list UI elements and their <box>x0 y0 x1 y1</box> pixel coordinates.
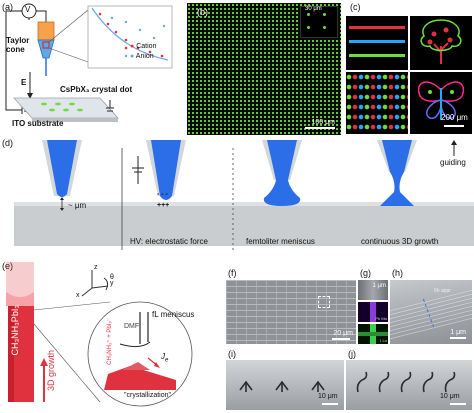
panel-g-map-pb-label: Pb Mα <box>375 316 387 321</box>
panel-b-dot-array: 30 μm 100 μm <box>187 3 341 135</box>
panel-label-j: (j) <box>348 349 356 359</box>
panel-e-dmf-label: DMF <box>124 323 140 330</box>
panel-label-g: (g) <box>360 268 371 278</box>
panel-e-axis-z: z <box>94 264 98 271</box>
panel-h-scale-label: 1 μm <box>450 329 466 336</box>
panel-label-d: (d) <box>2 138 13 148</box>
panel-i-sem <box>226 360 344 410</box>
panel-g-sem: 1 μm <box>358 280 388 300</box>
panel-f-scale-label: 20 μm <box>333 330 353 337</box>
legend-anion: ● Anion <box>130 53 154 60</box>
panel-d-charges-plus: +++ <box>157 202 170 209</box>
panel-d-caption-meniscus: femtoliter meniscus <box>246 237 315 246</box>
panel-c-dots <box>346 72 408 134</box>
substrate-label: ITO substrate <box>12 119 64 128</box>
panel-e-flux-label: Je <box>161 352 169 364</box>
panel-g-map-i-label: I Lα <box>380 338 387 343</box>
panel-label-i: (i) <box>228 349 236 359</box>
panel-e-axis-y: y <box>110 280 114 287</box>
panel-c-tree <box>410 16 472 70</box>
panel-label-b: (b) <box>197 7 208 17</box>
panel-d-guiding-label: guiding <box>440 158 466 167</box>
panel-d-caption-growth: continuous 3D growth <box>361 237 439 246</box>
panel-i-scale-label: 10 μm <box>318 393 338 400</box>
panel-label-a: (a) <box>2 2 13 12</box>
panel-e-theta: θ <box>110 274 114 281</box>
panel-d-gap-label: ~ μm <box>68 201 87 210</box>
panel-h-scalebar <box>450 337 466 339</box>
panel-label-f: (f) <box>228 268 237 278</box>
panel-a-schematic <box>5 3 173 122</box>
panel-b-inset-scale: 30 μm <box>305 6 322 12</box>
panel-h-sem: 6h appr 1 μm <box>390 280 472 344</box>
voltage-symbol: V <box>25 5 31 14</box>
panel-c-scale-label: 200 μm <box>441 113 468 122</box>
panel-h-note: 6h appr <box>434 288 451 294</box>
panel-b-scalebar <box>305 127 335 129</box>
panel-b-scale-label: 100 μm <box>311 119 336 126</box>
panel-j-scale-label: 10 μm <box>440 393 460 400</box>
panel-d-schematic <box>14 140 474 250</box>
crystal-dot-label: CsPbX₃ crystal dot <box>60 85 133 94</box>
panel-e-axis-x: x <box>76 292 80 299</box>
panel-e-crystallization-label: "crystallization" <box>124 392 171 399</box>
panel-e-growth-label: 3D growth <box>46 350 56 392</box>
panel-j-sem <box>346 360 472 410</box>
panel-d-charges-minus: - - - <box>157 191 168 198</box>
panel-e-material-label: CH₃NH₃PbI₃ <box>10 305 20 356</box>
panel-label-e: (e) <box>2 261 13 271</box>
panel-g-scale-label: 1 μm <box>372 283 386 289</box>
panel-label-c: (c) <box>350 2 361 12</box>
panel-f-sem-grid: 20 μm <box>226 280 356 344</box>
panel-g-map-pb: Pb Mα <box>358 302 388 322</box>
panel-c-lines <box>346 16 408 70</box>
taylor-cone-label: Taylor cone <box>6 36 30 54</box>
panel-d-caption-hv: HV: electrostatic force <box>130 237 208 246</box>
legend-cation: ● Cation <box>130 43 157 50</box>
field-label: E <box>21 78 27 87</box>
panel-c-butterfly <box>410 72 472 134</box>
panel-b-inset: 30 μm <box>300 6 338 38</box>
panel-e-reaction-label: CH₃NH₃⁺ + PbI₃⁻ <box>107 318 113 365</box>
panel-label-h: (h) <box>392 268 403 278</box>
panel-e-meniscus-label: fL meniscus <box>152 310 195 319</box>
panel-f-scalebar <box>332 338 350 340</box>
panel-e-schematic <box>6 262 193 407</box>
panel-g-map-i: I Lα <box>358 324 388 344</box>
